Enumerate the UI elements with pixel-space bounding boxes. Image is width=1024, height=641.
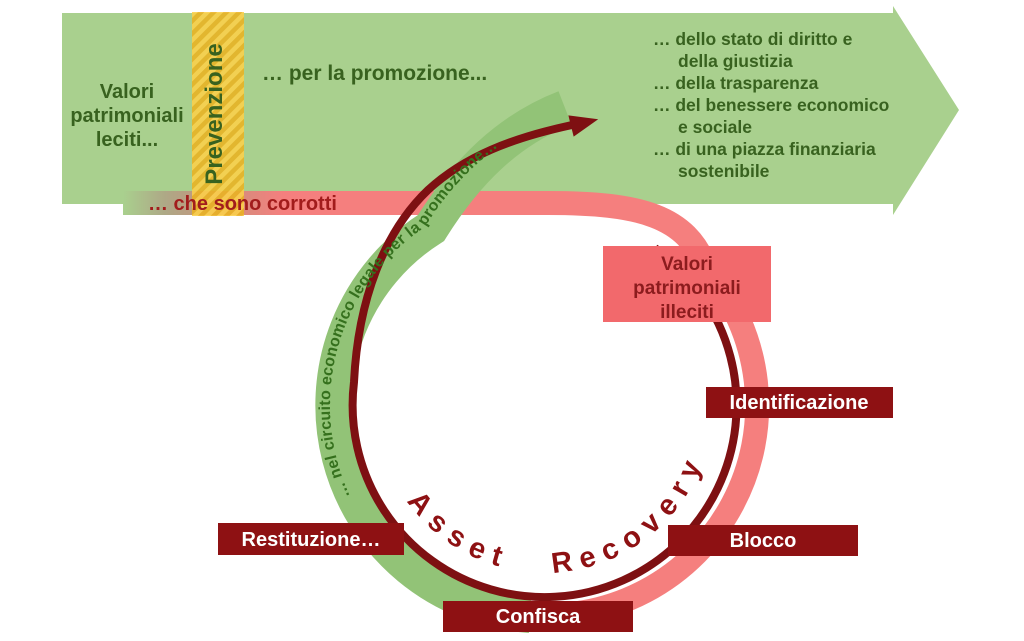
illicit-assets-line2: patrimoniali <box>633 278 741 299</box>
step-identification-box: Identificazione <box>706 387 893 418</box>
asset-recovery-curved-label: Asset Recovery <box>401 448 711 581</box>
step-confiscation-box: Confisca <box>443 601 633 632</box>
step-confiscation-label: Confisca <box>496 606 581 628</box>
step-restitution-label: Restituzione… <box>242 529 381 551</box>
goal-line-6: … di una piazza finanziaria <box>653 139 876 159</box>
illicit-assets-line1: Valori <box>661 254 713 275</box>
goal-line-5: e sociale <box>678 117 752 137</box>
prevention-label: Prevenzione <box>201 43 228 184</box>
step-blocking-label: Blocco <box>730 530 797 552</box>
illicit-assets-box: Valori patrimoniali illeciti <box>603 246 771 323</box>
goal-line-4: … del benessere economico <box>653 95 889 115</box>
step-blocking-box: Blocco <box>668 525 858 556</box>
prevention-band <box>192 12 244 216</box>
goal-line-2: della giustizia <box>678 51 793 71</box>
green-return-band <box>315 91 572 633</box>
licit-assets-label-line3: leciti... <box>96 129 158 151</box>
promotion-arrow <box>62 6 959 215</box>
goal-line-3: … della trasparenza <box>653 73 819 93</box>
step-restitution-box: Restituzione… <box>218 523 404 555</box>
licit-assets-label-line2: patrimoniali <box>70 105 183 127</box>
step-identification-label: Identificazione <box>730 392 869 414</box>
goal-line-1: … dello stato di diritto e <box>653 29 853 49</box>
illicit-assets-line3: illeciti <box>660 302 714 323</box>
asset-recovery-curved-label-text: Asset Recovery <box>401 448 702 581</box>
goal-line-7: sostenibile <box>678 161 770 181</box>
corruption-strip-label: … che sono corrotti <box>148 193 337 215</box>
recovery-cycle-arrowhead-icon <box>568 115 599 137</box>
licit-assets-label-line1: Valori <box>100 81 154 103</box>
promotion-label: … per la promozione... <box>262 62 487 85</box>
